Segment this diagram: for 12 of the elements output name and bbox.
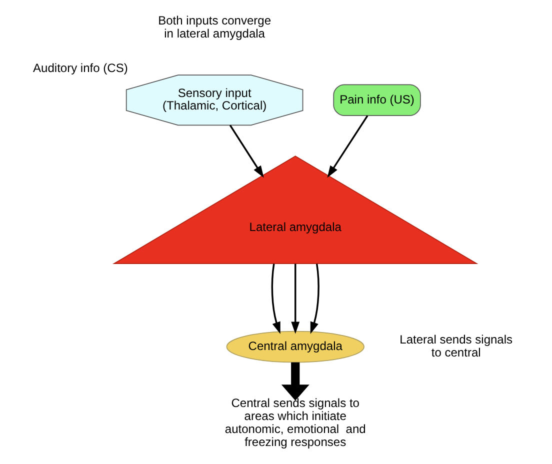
node-label: Auditory info (CS)	[33, 60, 128, 75]
arrow	[310, 264, 320, 334]
label: Lateral sends signals to central	[400, 332, 513, 360]
arrow	[229, 124, 264, 178]
node-box: Pain info (US)	[333, 84, 421, 116]
arrow	[327, 115, 368, 178]
arrow	[271, 264, 280, 334]
node-text: Central sends signals to areas which initiate autonomic, emotional and freezing responses	[224, 396, 366, 449]
arrow	[291, 264, 300, 334]
node-ellipse: Central amygdala	[226, 330, 364, 363]
label: Both inputs converge in lateral amygdala	[158, 14, 272, 40]
arrow	[281, 362, 310, 401]
